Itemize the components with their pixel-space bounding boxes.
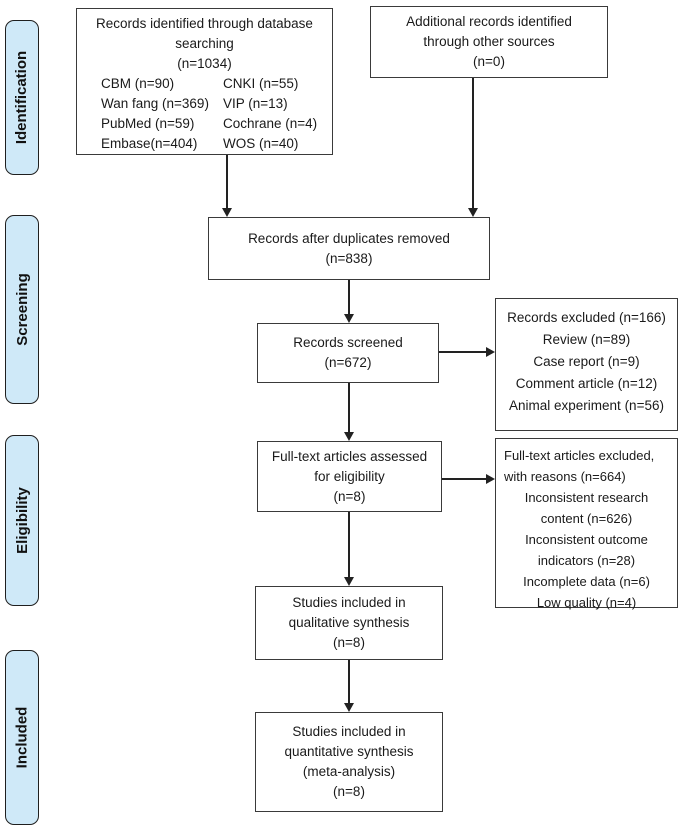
arrow-line [348,280,350,316]
box-fulltext-assessed: Full-text articles assessed for eligibil… [257,441,442,512]
stage-included-label: Included [13,706,31,769]
database-sources-list: CBM (n=90) CNKI (n=55) Wan fang (n=369) … [77,74,332,154]
box-duplicates-removed-count: (n=838) [325,250,373,266]
stage-identification: Identification [5,20,39,175]
box-qualitative-synthesis: Studies included in qualitative synthesi… [255,586,443,660]
arrow-line [472,78,474,210]
box-duplicates-removed-text: Records after duplicates removed [248,230,450,246]
source-item: Embase(n=404) [101,136,198,151]
arrow-down-icon [344,314,354,323]
stage-screening-label: Screening [13,273,31,346]
exclusion-reason: Incomplete data (n=6) [523,574,650,589]
source-item: WOS (n=40) [223,136,299,151]
arrow-fulltext-to-excluded [442,474,495,484]
exclusion-reason: Case report (n=9) [533,354,640,369]
box-fulltext-assessed-text: Full-text articles assessed [271,448,428,464]
box-records-screened-text: Records screened [293,335,403,350]
arrow-line [439,351,488,353]
arrow-qualitative-to-quantitative [344,660,354,712]
arrow-down-icon [222,208,232,217]
box-fulltext-excluded-title: Full-text articles excluded, [504,448,655,463]
stage-eligibility-label: Eligibility [13,487,31,554]
box-records-screened-count: (n=672) [324,355,372,370]
box-records-identified: Records identified through database sear… [76,8,333,155]
box-records-identified-text: searching [175,36,234,51]
source-item: CBM (n=90) [101,76,175,91]
arrow-screened-to-fulltext [344,383,354,441]
box-fulltext-assessed-count: (n=8) [333,488,366,504]
box-quantitative-synthesis: Studies included in quantitative synthes… [255,712,443,812]
arrow-identified-to-duplicates [222,155,232,217]
stage-included: Included [5,650,39,825]
source-item: Wan fang (n=369) [101,96,209,111]
box-quantitative-synthesis-text: quantitative synthesis [284,744,414,759]
exclusion-reason: Review (n=89) [542,332,631,347]
arrow-additional-to-duplicates [468,78,478,217]
box-records-screened: Records screened (n=672) [257,323,439,383]
arrow-fulltext-to-qualitative [344,512,354,586]
box-additional-records: Additional records identified through ot… [370,6,608,78]
exclusion-reason: Inconsistent research content (n=626) [524,490,649,526]
box-duplicates-removed: Records after duplicates removed (n=838) [208,217,490,280]
arrow-line [348,660,350,705]
box-quantitative-synthesis-text: Studies included in [292,724,406,739]
box-qualitative-synthesis-count: (n=8) [333,635,365,650]
box-records-identified-count: (n=1034) [177,56,232,71]
arrow-right-icon [486,474,495,484]
exclusion-reason: Low quality (n=4) [536,595,637,610]
box-fulltext-assessed-text: for eligibility [314,468,385,484]
arrow-duplicates-to-screened [344,280,354,323]
box-qualitative-synthesis-text: Studies included in [292,595,406,610]
box-quantitative-synthesis-count: (n=8) [333,784,365,799]
arrow-down-icon [344,703,354,712]
arrow-right-icon [486,347,495,357]
exclusion-reason: Inconsistent outcome indicators (n=28) [525,532,648,568]
box-additional-records-count: (n=0) [473,54,505,69]
box-records-identified-text: Records identified through database [96,16,313,31]
box-fulltext-excluded-title: with reasons (n=664) [504,469,626,484]
box-additional-records-text: Additional records identified [406,14,572,29]
source-item: PubMed (n=59) [101,116,195,131]
arrow-down-icon [468,208,478,217]
arrow-down-icon [344,577,354,586]
exclusion-reason: Comment article (n=12) [515,376,658,391]
box-fulltext-excluded: Full-text articles excluded, with reason… [495,438,678,610]
box-records-excluded-title: Records excluded (n=166) [507,310,666,325]
source-item: CNKI (n=55) [223,76,299,91]
box-quantitative-synthesis-text: (meta-analysis) [302,764,396,779]
arrow-line [348,512,350,579]
box-qualitative-synthesis-text: qualitative synthesis [288,615,410,630]
arrow-screened-to-excluded [439,347,495,357]
stage-identification-label: Identification [13,50,31,145]
arrow-line [348,383,350,434]
arrow-down-icon [344,432,354,441]
source-item: VIP (n=13) [223,96,288,111]
exclusion-reason: Animal experiment (n=56) [509,398,664,413]
stage-eligibility: Eligibility [5,435,39,606]
box-additional-records-text: through other sources [423,34,555,49]
stage-screening: Screening [5,215,39,404]
box-records-excluded: Records excluded (n=166) Review (n=89) C… [495,298,678,431]
arrow-line [442,478,488,480]
arrow-line [226,155,228,210]
source-item: Cochrane (n=4) [223,116,318,131]
